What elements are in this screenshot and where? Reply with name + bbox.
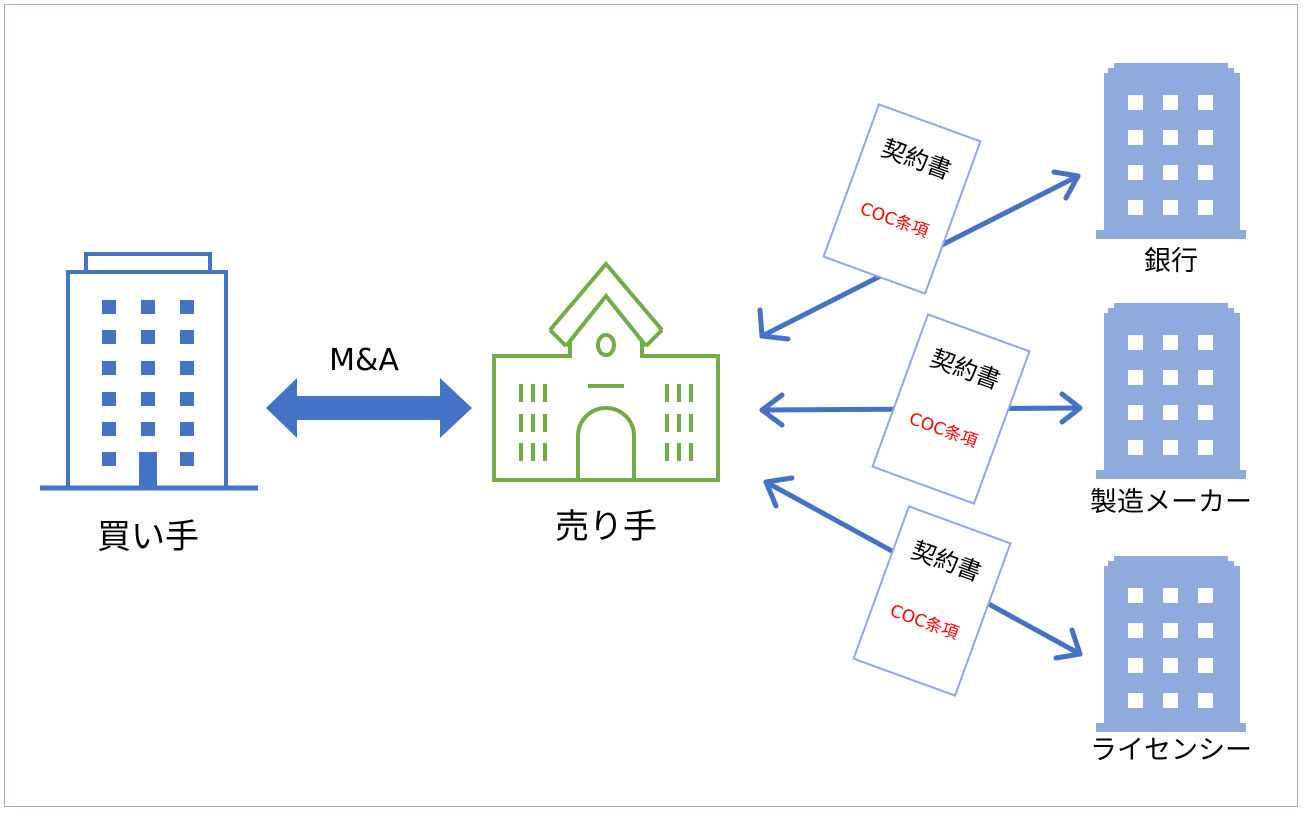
buyer-window-grid (102, 300, 194, 488)
contract-doc-2: 契約書 COC条項 (871, 313, 1031, 505)
ma-double-arrow (266, 378, 472, 438)
buyer-label: 買い手 (97, 517, 199, 557)
contract-doc-1: 契約書 COC条項 (822, 103, 982, 295)
seller-window-bars (519, 384, 693, 461)
seller-building-icon (492, 260, 720, 482)
bank-label: 銀行 (1144, 246, 1198, 277)
seller-label: 売り手 (555, 507, 657, 547)
licensee-label: ライセンシー (1090, 735, 1252, 766)
licensee-building-icon (1096, 556, 1246, 732)
manufacturer-building-icon (1096, 303, 1246, 479)
diagram-frame (4, 4, 1298, 807)
bank-building-icon (1096, 63, 1246, 239)
manufacturer-label: 製造メーカー (1090, 487, 1252, 518)
ma-label: M&A (329, 343, 399, 378)
contract-doc-3: 契約書 COC条項 (852, 505, 1012, 697)
